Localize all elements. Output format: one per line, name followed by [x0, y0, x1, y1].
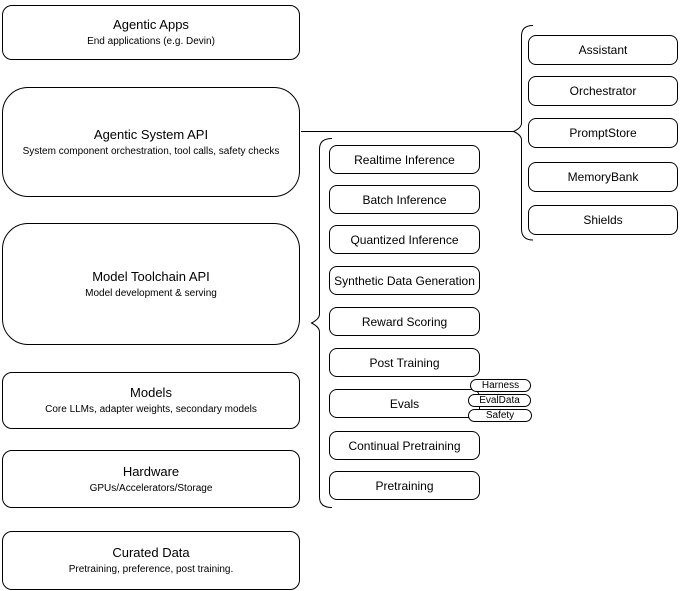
pill-evaldata: EvalData: [468, 394, 531, 407]
node-post-training: Post Training: [329, 348, 480, 377]
pill-harness: Harness: [470, 379, 531, 392]
node-reward-scoring: Reward Scoring: [329, 307, 480, 336]
node-continual-pretraining: Continual Pretraining: [329, 431, 480, 460]
node-assistant: Assistant: [528, 35, 678, 65]
node-promptstore: PromptStore: [528, 118, 678, 148]
node-orchestrator: Orchestrator: [528, 76, 678, 106]
node-subtitle: Core LLMs, adapter weights, secondary mo…: [45, 404, 257, 415]
node-models: Models Core LLMs, adapter weights, secon…: [2, 372, 300, 429]
node-realtime-inference: Realtime Inference: [329, 145, 480, 174]
node-title: Agentic Apps: [113, 17, 189, 32]
node-subtitle: System component orchestration, tool cal…: [22, 145, 280, 157]
node-title: Model Toolchain API: [92, 268, 210, 284]
node-shields: Shields: [528, 205, 678, 235]
node-agentic-apps: Agentic Apps End applications (e.g. Devi…: [2, 5, 300, 60]
node-title: Models: [130, 385, 172, 400]
node-title: Curated Data: [112, 545, 190, 560]
node-agentic-system-api: Agentic System API System component orch…: [2, 87, 300, 197]
node-subtitle: GPUs/Accelerators/Storage: [89, 482, 213, 494]
node-subtitle: Pretraining, preference, post training.: [68, 564, 234, 575]
node-quantized-inference: Quantized Inference: [329, 225, 480, 254]
node-evals: Evals: [329, 389, 480, 418]
node-pretraining: Pretraining: [329, 471, 480, 500]
node-batch-inference: Batch Inference: [329, 185, 480, 214]
node-title: Agentic System API: [93, 126, 209, 142]
node-hardware: Hardware GPUs/Accelerators/Storage: [2, 450, 300, 508]
node-model-toolchain-api: Model Toolchain API Model development & …: [2, 223, 300, 345]
node-subtitle: Model development & serving: [85, 287, 217, 299]
node-title: Hardware: [122, 463, 180, 479]
system-components-curly-bracket: [512, 25, 534, 241]
toolchain-curly-bracket: [310, 138, 333, 508]
node-memorybank: MemoryBank: [528, 162, 678, 192]
node-curated-data: Curated Data Pretraining, preference, po…: [2, 531, 300, 590]
node-subtitle: End applications (e.g. Devin): [87, 36, 215, 47]
node-synthetic-data-generation: Synthetic Data Generation: [329, 266, 480, 295]
pill-safety: Safety: [468, 409, 532, 422]
